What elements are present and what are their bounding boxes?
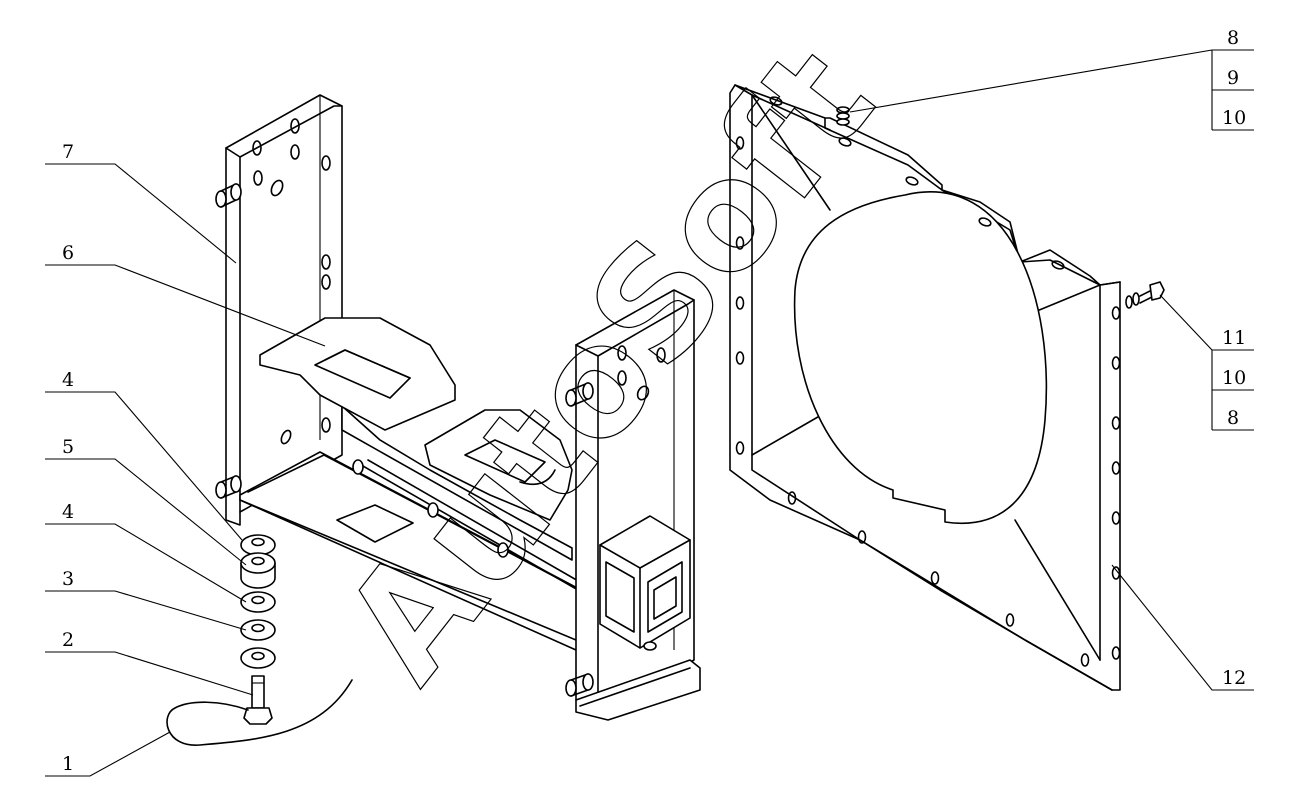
callout-2: 2: [62, 629, 74, 651]
callout-8-top: 8: [1227, 27, 1239, 49]
callout-1: 1: [62, 753, 74, 775]
callout-3: 3: [62, 568, 74, 590]
callout-4-upper: 4: [62, 369, 74, 391]
callout-labels: 7 6 4 5 4 3 2 1 8 9 10 11 10 8 12: [62, 27, 1246, 775]
callout-5: 5: [62, 436, 74, 458]
callout-10-top: 10: [1222, 107, 1246, 129]
leader-lines: [45, 49, 1254, 777]
callout-10-mid: 10: [1222, 367, 1246, 389]
rubber-pad-lower: [424, 409, 573, 521]
callout-7: 7: [62, 141, 74, 163]
callout-6: 6: [62, 242, 74, 264]
callout-4-lower: 4: [62, 501, 74, 523]
callout-8-mid: 8: [1227, 407, 1239, 429]
callout-11: 11: [1222, 327, 1246, 349]
callout-9: 9: [1227, 67, 1239, 89]
fan-shroud: [729, 84, 1165, 691]
rubber-pad-upper: [259, 317, 456, 431]
mount-stack: [166, 534, 353, 746]
callout-12: 12: [1222, 667, 1246, 689]
support-bracket: [215, 94, 701, 721]
